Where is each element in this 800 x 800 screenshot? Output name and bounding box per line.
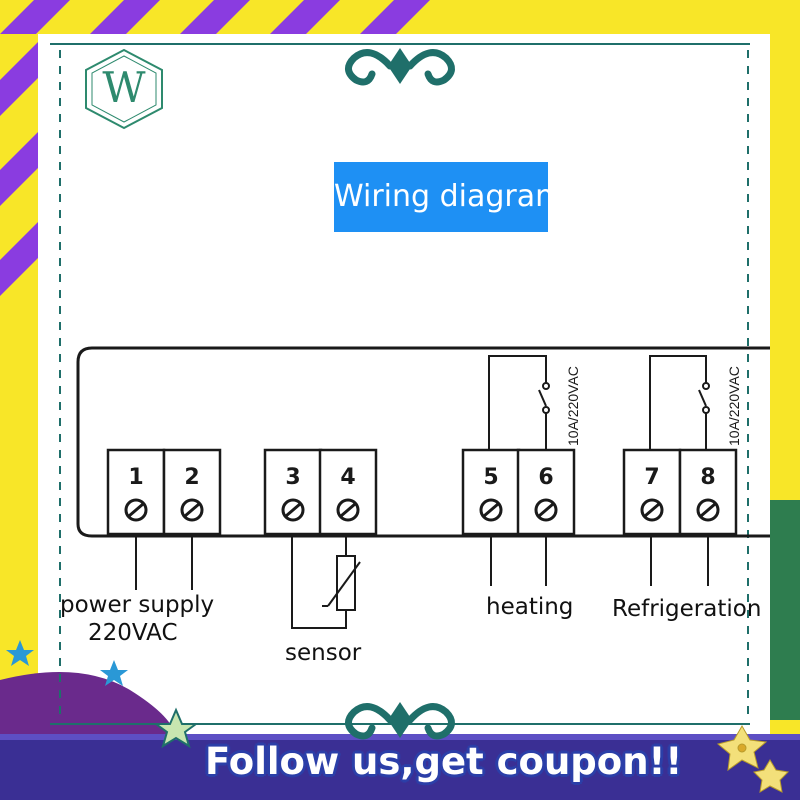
terminal-2: 2 (162, 448, 222, 536)
flower-decoration-icon (716, 724, 790, 793)
ornament-top-icon (345, 48, 455, 86)
relay-refrigeration-icon (649, 355, 710, 450)
screw-icon (696, 498, 720, 522)
label-sensor: sensor (285, 640, 362, 666)
logo-letter: W (102, 63, 146, 112)
label-refrigeration: Refrigeration (612, 596, 762, 622)
stripe-pattern-top (0, 0, 430, 34)
terminal-number: 8 (700, 465, 715, 490)
screw-icon (281, 498, 305, 522)
external-wiring (135, 536, 709, 629)
right-edge-decoration (770, 500, 800, 720)
screw-icon (640, 498, 664, 522)
relay-rating-refrigeration: 10A/220VAC (726, 366, 742, 446)
terminal-number: 7 (644, 465, 659, 490)
screw-icon (479, 498, 503, 522)
terminal-number: 3 (285, 465, 300, 490)
label-power-supply: power supply (60, 592, 215, 618)
terminal-number: 4 (340, 465, 355, 490)
diagram-title: Wiring diagram (334, 162, 548, 232)
relay-rating-heating: 10A/220VAC (565, 366, 581, 446)
terminal-3: 3 (263, 448, 323, 536)
terminal-number: 1 (128, 465, 143, 490)
screw-icon (534, 498, 558, 522)
terminal-block: 1 2 3 4 5 6 7 8 (106, 448, 738, 536)
promo-banner: Follow us,get coupon!! (205, 740, 683, 783)
screw-icon (180, 498, 204, 522)
thermistor-icon (322, 555, 361, 611)
label-heating: heating (486, 594, 574, 620)
terminal-number: 6 (538, 465, 553, 490)
relay-heating-icon (488, 355, 550, 450)
logo-icon (85, 48, 163, 130)
star-outline-icon (152, 707, 200, 749)
star-icon (6, 640, 128, 686)
terminal-number: 5 (483, 465, 498, 490)
ornament-bottom-icon (345, 702, 455, 740)
terminal-7: 7 (622, 448, 682, 536)
terminal-4: 4 (318, 448, 378, 536)
terminal-8: 8 (678, 448, 738, 536)
screw-icon (336, 498, 360, 522)
screw-icon (124, 498, 148, 522)
terminal-1: 1 (106, 448, 166, 536)
banner-band (0, 734, 800, 800)
terminal-6: 6 (516, 448, 576, 536)
stripe-pattern-left (0, 42, 38, 296)
terminal-5: 5 (461, 448, 521, 536)
corner-blob (0, 672, 175, 734)
terminal-number: 2 (184, 465, 199, 490)
label-power-voltage: 220VAC (88, 620, 178, 646)
controller-housing (76, 346, 770, 538)
